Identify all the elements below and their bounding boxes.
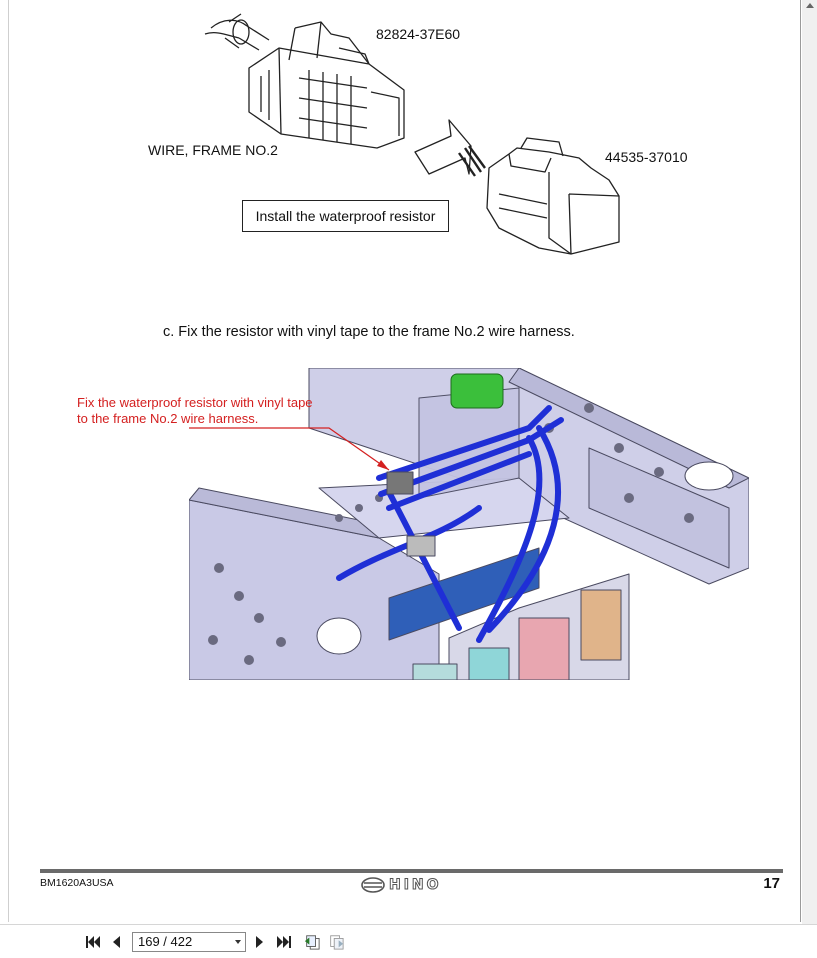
last-page-icon[interactable]	[276, 934, 292, 950]
part-number-top: 82824-37E60	[376, 26, 461, 42]
vertical-scrollbar[interactable]	[802, 0, 817, 924]
next-view-icon[interactable]	[327, 934, 345, 950]
step-instruction: c. Fix the resistor with vinyl tape to t…	[163, 324, 575, 340]
chevron-down-icon[interactable]	[235, 940, 241, 944]
manual-page: 82824-37E60 44535-37010 WIRE, FRAME NO.2…	[8, 0, 801, 922]
callout-line-1: Fix the waterproof resistor with vinyl t…	[77, 395, 313, 410]
first-page-icon[interactable]	[85, 934, 101, 950]
connector-illustration	[204, 13, 620, 255]
scroll-up-icon[interactable]	[806, 3, 814, 8]
page-indicator: 169 / 422	[138, 934, 193, 949]
hino-logo: HINO	[361, 876, 442, 894]
hino-emblem-icon	[361, 877, 385, 893]
callout-line-2: to the frame No.2 wire harness.	[77, 411, 259, 426]
next-page-icon[interactable]	[254, 934, 266, 950]
page-selector[interactable]: 169 / 422	[132, 932, 246, 952]
document-code: BM1620A3USA	[40, 877, 114, 889]
frame-harness-illustration	[189, 368, 749, 680]
previous-view-icon[interactable]	[303, 934, 321, 950]
install-instruction-box: Install the waterproof resistor	[242, 200, 449, 232]
navigation-toolbar: 169 / 422	[0, 924, 817, 958]
wire-label: WIRE, FRAME NO.2	[148, 142, 278, 158]
document-viewer: 82824-37E60 44535-37010 WIRE, FRAME NO.2…	[8, 0, 817, 924]
previous-page-icon[interactable]	[110, 934, 122, 950]
part-number-right: 44535-37010	[605, 149, 688, 165]
footer-rule	[40, 869, 783, 873]
install-instruction-text: Install the waterproof resistor	[255, 208, 436, 224]
brand-text: HINO	[389, 877, 442, 894]
page-number: 17	[763, 875, 780, 892]
